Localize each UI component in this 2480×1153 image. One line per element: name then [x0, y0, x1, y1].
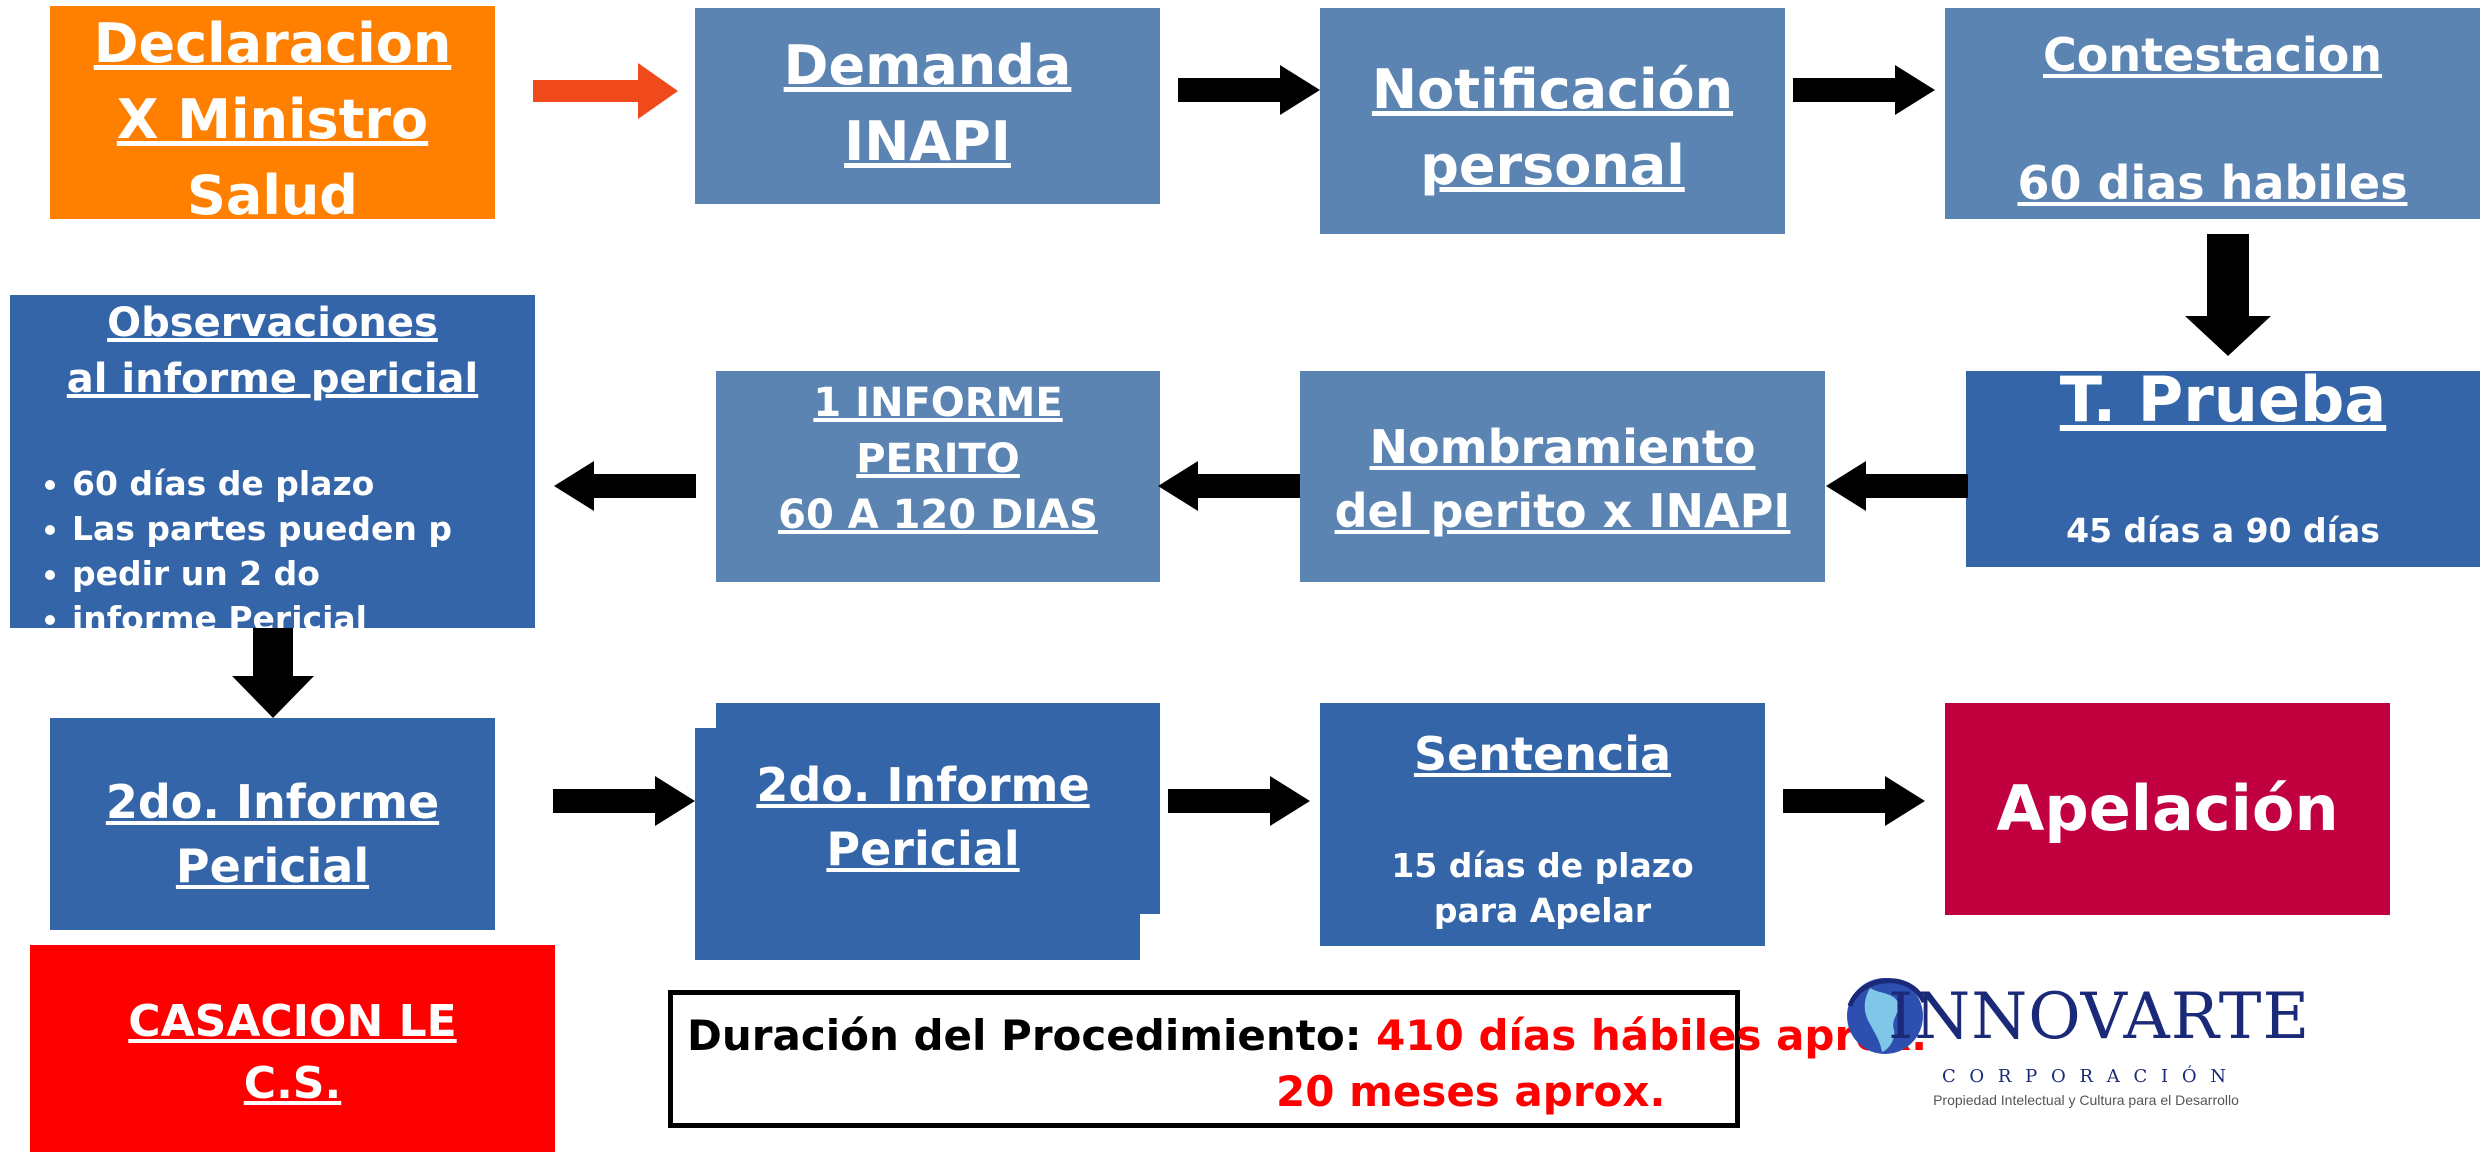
- observaciones-box: Observaciones al informe pericial 60 día…: [10, 295, 535, 628]
- declaracion-line-2: X Ministro: [116, 88, 429, 151]
- arrow-down-icon: [232, 628, 314, 718]
- prueba-detail: 45 días a 90 días: [2066, 511, 2380, 550]
- duration-months: 20 meses aprox.: [1276, 1067, 1666, 1116]
- notificacion-line-2: personal: [1420, 134, 1685, 197]
- segundo-informe-mid-box: 2do. Informe Pericial: [716, 703, 1160, 914]
- demanda-line-1: Demanda: [783, 34, 1072, 97]
- observaciones-bullet-list: 60 días de plazo Las partes pueden p ped…: [10, 461, 535, 628]
- logo-tagline: Propiedad Intelectual y Cultura para el …: [1933, 1092, 2239, 1108]
- informe-perito-box: 1 INFORME PERITO 60 A 120 DIAS: [716, 371, 1160, 582]
- contestacion-box: Contestacion 60 dias habiles: [1945, 8, 2480, 219]
- observaciones-bullet: pedir un 2 do: [72, 551, 535, 596]
- arrow-right-icon: [1168, 776, 1310, 826]
- sentencia-detail-1: 15 días de plazo: [1391, 846, 1694, 885]
- observaciones-title-2: al informe pericial: [66, 356, 479, 402]
- sentencia-detail-2: para Apelar: [1433, 891, 1652, 930]
- sentencia-box: Sentencia 15 días de plazo para Apelar: [1320, 703, 1765, 946]
- observaciones-bullet: informe Pericial: [72, 596, 535, 628]
- sentencia-title: Sentencia: [1413, 727, 1672, 781]
- innovarte-logo: INNOVARTE C O R P O R A C I Ó N Propieda…: [1840, 960, 2309, 1120]
- declaracion-box: Declaracion X Ministro Salud: [50, 6, 495, 219]
- informe-perito-line-1: 1 INFORME: [813, 380, 1063, 426]
- segundo-informe-left-line-1: 2do. Informe: [105, 775, 440, 829]
- arrow-right-icon: [553, 776, 695, 826]
- arrow-right-icon: [533, 63, 678, 119]
- observaciones-bullet: 60 días de plazo: [72, 461, 535, 506]
- notificacion-box: Notificación personal: [1320, 8, 1785, 234]
- segundo-informe-left-line-2: Pericial: [175, 839, 370, 893]
- logo-name: INNOVARTE: [1888, 980, 2311, 1054]
- casacion-box: CASACION LE C.S.: [30, 945, 555, 1152]
- casacion-line-2: C.S.: [243, 1058, 342, 1109]
- casacion-line-1: CASACION LE: [128, 996, 457, 1047]
- notificacion-line-1: Notificación: [1371, 58, 1734, 121]
- arrow-right-icon: [1793, 65, 1935, 115]
- duration-label: Duración del Procedimiento:: [687, 1011, 1362, 1060]
- arrow-left-icon: [1826, 461, 1968, 511]
- duration-box: Duración del Procedimiento: 410 días háb…: [668, 990, 1927, 1128]
- nombramiento-line-1: Nombramiento: [1369, 420, 1756, 474]
- declaracion-line-3: Salud: [187, 164, 358, 219]
- duration-days: 410 días hábiles aprox.: [1376, 1011, 1928, 1060]
- arrow-right-icon: [1178, 65, 1320, 115]
- contestacion-subtitle: 60 dias habiles: [2017, 156, 2408, 210]
- segundo-informe-left-box: 2do. Informe Pericial: [50, 718, 495, 930]
- prueba-box: T. Prueba 45 días a 90 días: [1966, 371, 2480, 567]
- demanda-line-2: INAPI: [844, 110, 1011, 173]
- prueba-title: T. Prueba: [2059, 371, 2387, 436]
- declaracion-line-1: Declaracion: [93, 12, 452, 75]
- informe-perito-line-3: 60 A 120 DIAS: [778, 492, 1098, 538]
- nombramiento-box: Nombramiento del perito x INAPI: [1300, 371, 1825, 582]
- arrow-left-icon: [554, 461, 696, 511]
- globe-icon: [1847, 978, 1927, 1054]
- nombramiento-line-2: del perito x INAPI: [1334, 484, 1791, 538]
- demanda-box: Demanda INAPI: [695, 8, 1160, 204]
- arrow-down-icon: [2185, 234, 2271, 356]
- contestacion-title: Contestacion: [2042, 28, 2383, 82]
- apelacion-label: Apelación: [1996, 772, 2339, 845]
- arrow-right-icon: [1783, 776, 1925, 826]
- observaciones-title-1: Observaciones: [107, 300, 438, 346]
- logo-subtitle: C O R P O R A C I Ó N: [1941, 1066, 2231, 1087]
- observaciones-bullet: Las partes pueden p: [72, 506, 535, 551]
- segundo-informe-mid-line-2: Pericial: [826, 822, 1020, 876]
- arrow-left-icon: [1158, 461, 1300, 511]
- apelacion-box: Apelación: [1945, 703, 2390, 915]
- informe-perito-line-2: PERITO: [856, 436, 1020, 482]
- segundo-informe-mid-line-1: 2do. Informe: [756, 758, 1090, 812]
